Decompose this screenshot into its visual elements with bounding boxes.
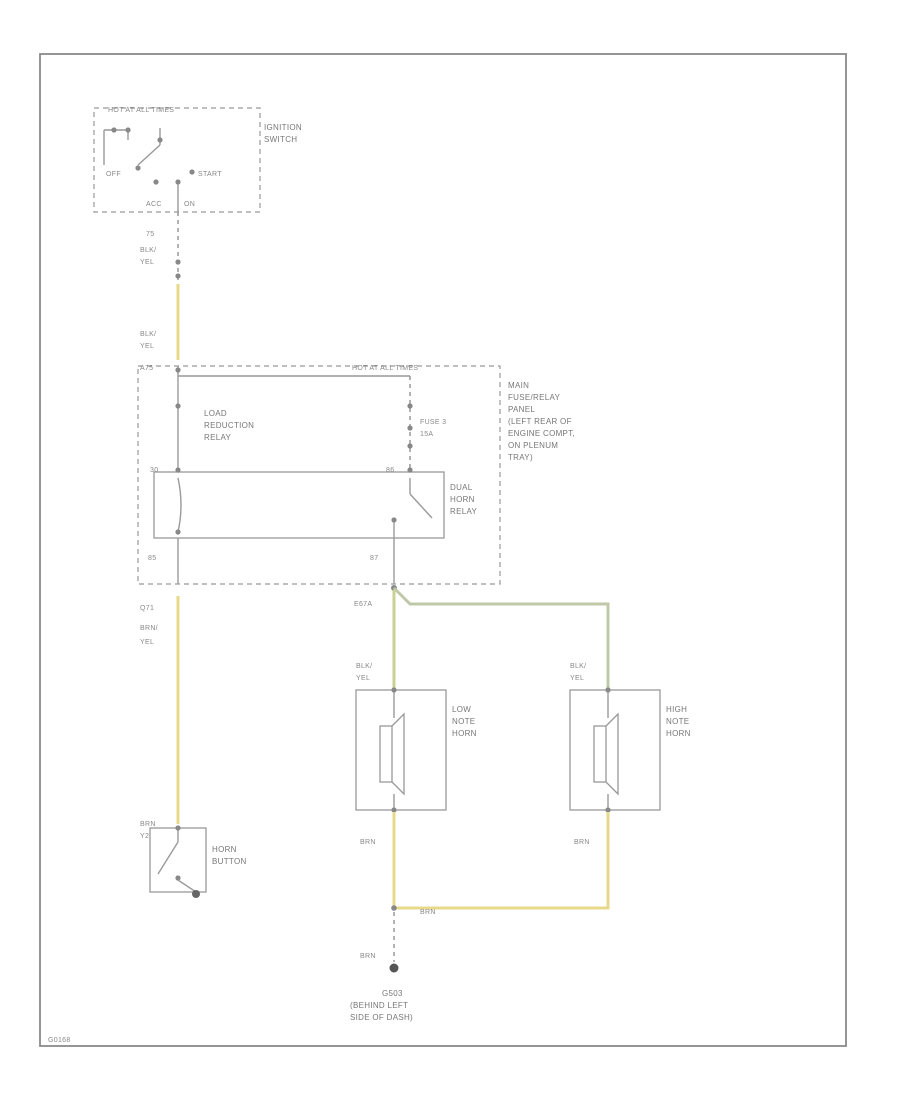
fuse-panel-hot-label: HOT AT ALL TIMES — [352, 365, 418, 372]
wire-left-color-1: BRN/ — [140, 625, 158, 632]
wire-left-terminal: Q71 — [140, 605, 154, 612]
relay-terminal-87: 87 — [370, 555, 378, 562]
low-horn-wire-2: YEL — [356, 675, 370, 682]
high-horn-label-1: HIGH — [666, 705, 687, 714]
fuse-panel-name-5: ENGINE COMPT, — [508, 429, 575, 438]
high-horn-speaker-icon — [593, 725, 607, 783]
ground-bus-wire — [394, 812, 610, 910]
ignition-acc-label: ACC — [146, 201, 162, 208]
low-horn-ground-wire: BRN — [360, 839, 376, 846]
wire-top-terminal: 75 — [146, 231, 154, 238]
wire-top-color-2: YEL — [140, 259, 154, 266]
fuse-panel-name-3: PANEL — [508, 405, 535, 414]
fuse-panel-name-1: MAIN — [508, 381, 529, 390]
figure-id: G0168 — [48, 1037, 71, 1044]
ignition-switch-name-2: SWITCH — [264, 135, 297, 144]
ground-location-1: (BEHIND LEFT — [350, 1001, 408, 1010]
horn-button-ground-icon — [192, 890, 200, 898]
ignition-hot-label: HOT AT ALL TIMES — [108, 107, 174, 114]
ground-icon — [389, 963, 399, 973]
ground-bus-label: BRN — [420, 909, 436, 916]
low-horn-label-2: NOTE — [452, 717, 475, 726]
dual-horn-relay-label-1: DUAL — [450, 483, 473, 492]
wire-top-color-1: BLK/ — [140, 247, 156, 254]
ground-location-2: SIDE OF DASH) — [350, 1013, 413, 1022]
ignition-switch-name: IGNITION — [264, 123, 302, 132]
wire-mid-color-2: YEL — [140, 343, 154, 350]
fuse-label: FUSE 3 — [420, 419, 446, 426]
load-relay-label-3: RELAY — [204, 433, 232, 442]
horn-button-wire-2: Y20 — [140, 833, 153, 840]
high-horn-label-2: NOTE — [666, 717, 689, 726]
low-horn-label-3: HORN — [452, 729, 477, 738]
high-horn-wire-1: BLK/ — [570, 663, 586, 670]
dual-horn-relay-label-3: RELAY — [450, 507, 478, 516]
wire-mid-color-1: BLK/ — [140, 331, 156, 338]
horn-button-label-1: HORN — [212, 845, 237, 854]
wire-split-terminal: E67A — [354, 601, 372, 608]
high-horn-wire-2: YEL — [570, 675, 584, 682]
main-fuse-relay-panel: HOT AT ALL TIMES MAIN FUSE/RELAY PANEL (… — [137, 365, 575, 585]
fuse-panel-name-2: FUSE/RELAY — [508, 393, 561, 402]
ignition-switch-blade — [137, 144, 161, 166]
load-relay-label-2: REDUCTION — [204, 421, 254, 430]
ignition-off-label: OFF — [106, 171, 121, 178]
high-horn-ground-wire: BRN — [574, 839, 590, 846]
fuse-rating: 15A — [420, 431, 433, 438]
load-relay-terminal: 30 — [150, 467, 158, 474]
load-relay-label-1: LOAD — [204, 409, 227, 418]
ground-id: G503 — [382, 989, 403, 998]
fuse-panel-name-4: (LEFT REAR OF — [508, 417, 572, 426]
relay-coil-symbol — [177, 477, 182, 533]
relay-terminal-85: 85 — [148, 555, 156, 562]
high-horn-label-3: HORN — [666, 729, 691, 738]
ignition-switch: HOT AT ALL TIMES IGNITION SWITCH OFF STA… — [93, 107, 302, 213]
ignition-on-label: ON — [184, 201, 195, 208]
horn-button-contact — [157, 841, 179, 875]
high-note-horn: BLK/ YEL HIGH NOTE HORN BRN — [569, 663, 691, 846]
wire-mid-terminal: A75 — [140, 365, 153, 372]
low-horn-speaker-icon — [379, 725, 393, 783]
fuse-panel-name-6: ON PLENUM — [508, 441, 558, 450]
horn-button-label-2: BUTTON — [212, 857, 247, 866]
relay-switch-blade — [409, 493, 433, 519]
diagram-frame — [39, 53, 847, 1047]
dual-horn-relay-box — [153, 471, 445, 539]
ignition-start-label: START — [198, 171, 222, 178]
low-note-horn: BLK/ YEL LOW NOTE HORN BRN — [355, 663, 477, 846]
dual-horn-relay-label-2: HORN — [450, 495, 475, 504]
low-horn-label-1: LOW — [452, 705, 471, 714]
horn-button-wire-1: BRN — [140, 821, 156, 828]
fuse-terminal: 86 — [386, 467, 394, 474]
fuse-panel-name-7: TRAY) — [508, 453, 533, 462]
low-horn-wire-1: BLK/ — [356, 663, 372, 670]
wire-left-color-2: YEL — [140, 639, 154, 646]
ground-wire-label: BRN — [360, 953, 376, 960]
horn-button: BRN Y20 HORN BUTTON — [140, 821, 247, 898]
high-horn-feed-wire — [392, 586, 610, 690]
